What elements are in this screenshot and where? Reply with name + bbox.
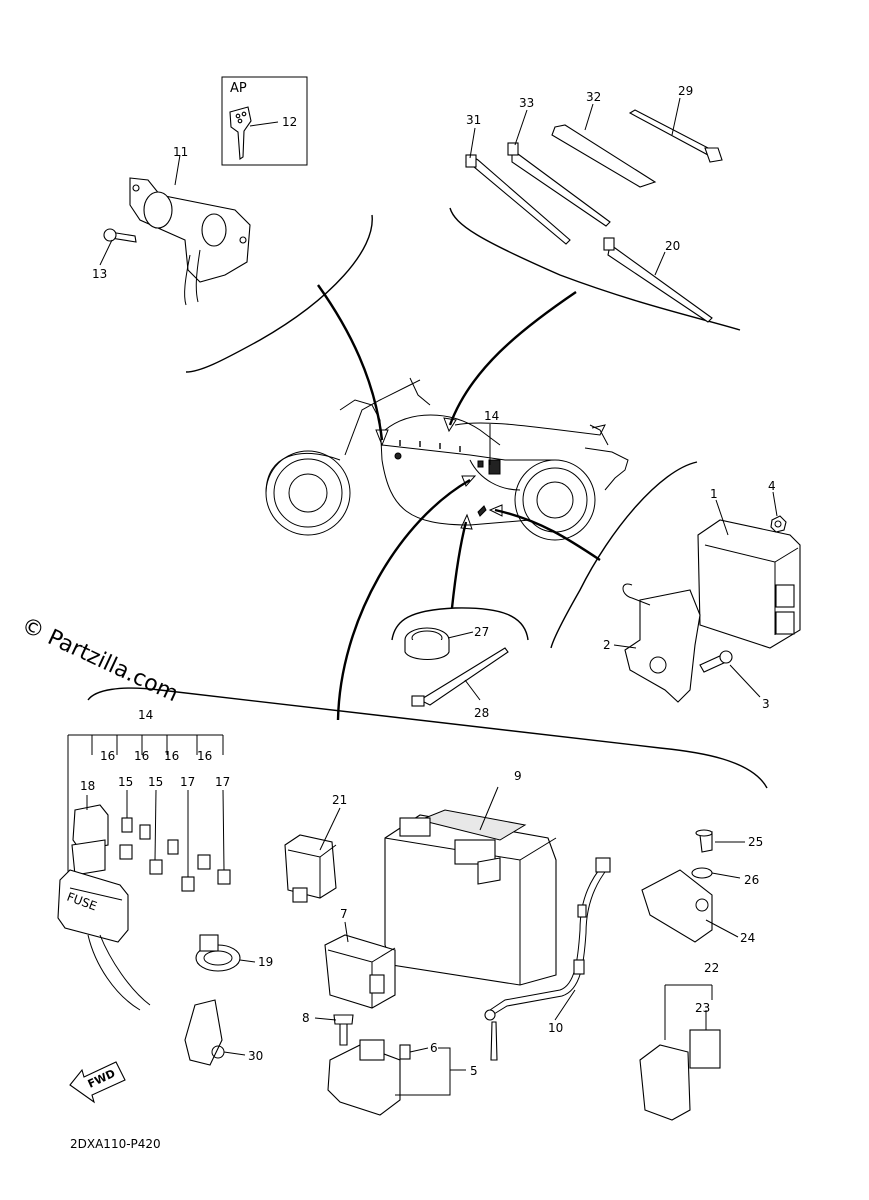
connector-arrows	[317, 284, 601, 721]
part-label-13: 13	[92, 267, 107, 281]
part-label-16-d: 16	[197, 749, 212, 763]
part-label-19: 19	[258, 955, 273, 969]
part-label-6: 6	[430, 1041, 438, 1055]
fuse-box-group	[57, 734, 231, 1011]
part-label-28: 28	[474, 706, 489, 720]
clamp-19	[195, 934, 241, 972]
part-label-16-a: 16	[100, 749, 115, 763]
clamp-30	[184, 999, 225, 1066]
section-dividers	[87, 207, 768, 789]
ecu-assembly	[622, 515, 801, 703]
motorcycle-outline	[265, 377, 629, 541]
starter-relay	[324, 934, 411, 1116]
relay-21	[284, 834, 337, 903]
battery-9	[384, 809, 557, 986]
part-label-11: 11	[173, 145, 188, 159]
part-label-8: 8	[302, 1011, 310, 1025]
part-label-29: 29	[678, 84, 693, 98]
part-label-17-b: 17	[215, 775, 230, 789]
part-label-16-c: 16	[164, 749, 179, 763]
part-label-4: 4	[768, 479, 776, 493]
part-label-27: 27	[474, 625, 489, 639]
relay-assembly-11	[103, 177, 251, 306]
part-labels: 1 2 3 4 5 6 7 8 9 10 11 12 13 14 14 15 1…	[80, 84, 776, 1078]
relay-22-23	[639, 984, 721, 1121]
part-label-31: 31	[466, 113, 481, 127]
part-label-5: 5	[470, 1064, 478, 1078]
part-label-32: 32	[586, 90, 601, 104]
part-label-25: 25	[748, 835, 763, 849]
diagram-code: 2DXA110-P420	[70, 1137, 161, 1151]
part-label-9: 9	[514, 769, 522, 783]
leader-lines	[86, 97, 778, 1096]
key-inset-ap	[221, 76, 308, 166]
part-label-10: 10	[548, 1021, 563, 1035]
part-label-30: 30	[248, 1049, 263, 1063]
inset-label-ap: AP	[230, 81, 247, 96]
part-label-7: 7	[340, 907, 348, 921]
part-label-15-b: 15	[148, 775, 163, 789]
part-label-17-a: 17	[180, 775, 195, 789]
part-label-14-motorcycle: 14	[484, 409, 499, 423]
battery-wire-10	[484, 857, 611, 1061]
clamp-and-tie	[404, 627, 509, 707]
cable-ties	[465, 109, 723, 323]
part-label-15-a: 15	[118, 775, 133, 789]
partzilla-watermark: © Partzilla.com	[17, 613, 181, 707]
part-label-23: 23	[695, 1001, 710, 1015]
part-label-1: 1	[710, 487, 718, 501]
part-label-21: 21	[332, 793, 347, 807]
part-label-14-fuse-group: 14	[138, 708, 153, 722]
part-label-2: 2	[603, 638, 611, 652]
part-label-18: 18	[80, 779, 95, 793]
part-label-20: 20	[665, 239, 680, 253]
part-label-24: 24	[740, 931, 755, 945]
sensor-bracket-24	[641, 829, 713, 943]
part-label-33: 33	[519, 96, 534, 110]
part-label-12: 12	[282, 115, 297, 129]
part-label-3: 3	[762, 697, 770, 711]
part-label-26: 26	[744, 873, 759, 887]
part-label-22: 22	[704, 961, 719, 975]
fwd-arrow	[69, 1061, 126, 1104]
part-label-16-b: 16	[134, 749, 149, 763]
